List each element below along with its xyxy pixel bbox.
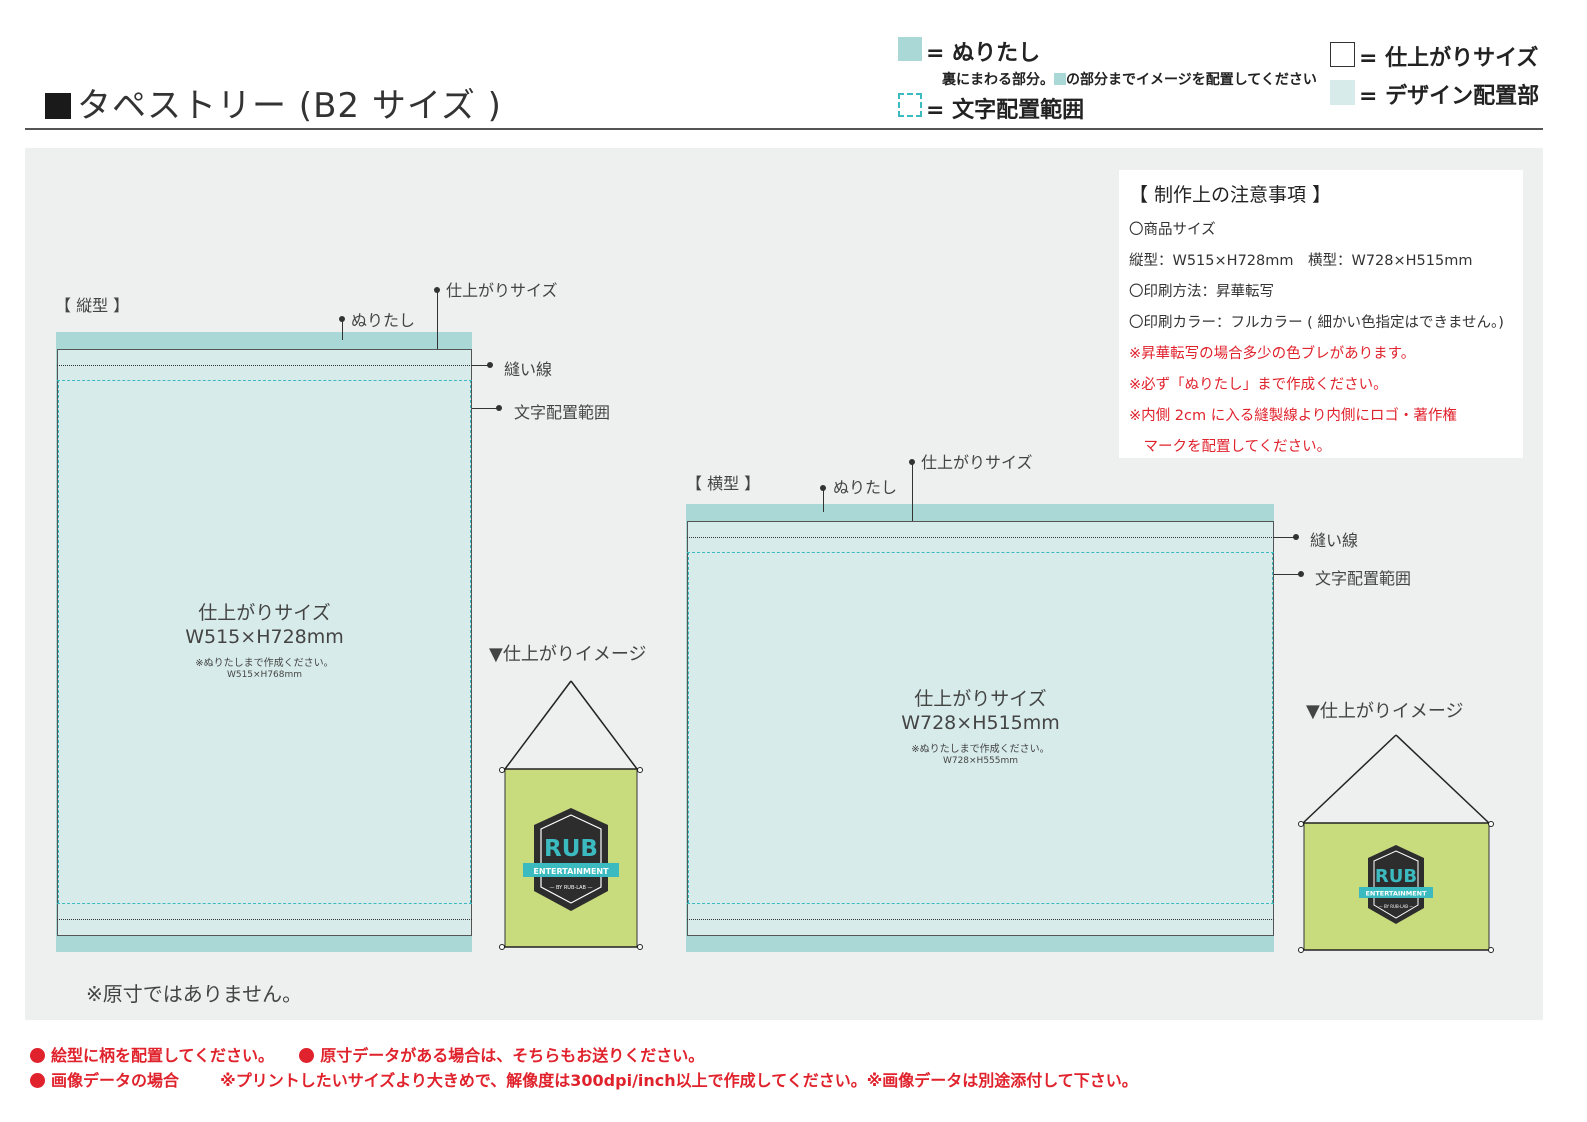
callout-dot <box>487 362 493 368</box>
landscape-text-area-top <box>687 552 1274 553</box>
landscape-center-title: 仕上がりサイズ <box>914 688 1047 710</box>
page-title: タペストリー (B2 サイズ ) <box>45 78 502 127</box>
notes-line: 〇印刷方法：昇華転写 <box>1129 284 1274 300</box>
landscape-center-note-size: W728×H555mm <box>942 756 1019 766</box>
logo-main-text: RUB <box>1375 866 1417 887</box>
landscape-seam-callout-line <box>1274 537 1296 538</box>
landscape-seam-callout: 縫い線 <box>1310 531 1359 550</box>
logo-sub-text: ENTERTAINMENT <box>533 867 609 876</box>
landscape-seam-bottom <box>687 919 1274 920</box>
landscape-center-size: W728×H515mm <box>901 712 1060 734</box>
production-notes: 【 制作上の注意事項 】 〇商品サイズ 縦型：W515×H728mm 横型：W7… <box>1119 170 1523 458</box>
logo-sub-text: ENTERTAINMENT <box>1365 890 1427 898</box>
notes-line: 縦型：W515×H728mm 横型：W728×H515mm <box>1129 253 1473 269</box>
rub-logo: RUB ENTERTAINMENT — BY RUB-LAB — <box>1359 845 1433 924</box>
portrait-preview-image: RUB ENTERTAINMENT — BY RUB-LAB — <box>499 680 643 950</box>
callout-dot <box>434 287 440 293</box>
notes-warning: ※必ず「ぬりたし」まで作成ください。 <box>1129 377 1388 393</box>
portrait-textarea-callout-line <box>472 408 498 409</box>
landscape-bleed-callout-line <box>823 488 824 512</box>
callout-dot <box>909 459 915 465</box>
portrait-seam-callout: 縫い線 <box>504 360 553 379</box>
bleed-mini-swatch <box>1054 73 1066 85</box>
not-actual-size-note: ※原寸ではありません。 <box>86 982 303 1006</box>
notes-warning: マークを配置してください。 <box>1129 439 1332 455</box>
callout-dot <box>1298 571 1304 577</box>
portrait-seam-callout-line <box>472 365 490 366</box>
landscape-seam-top <box>687 537 1274 538</box>
portrait-center-title: 仕上がりサイズ <box>198 602 331 624</box>
landscape-textarea-callout: 文字配置範囲 <box>1315 569 1412 588</box>
notes-warning: ※昇華転写の場合多少の色ブレがあります。 <box>1129 346 1416 362</box>
legend-bleed-note: 裏にまわる部分。の部分までイメージを配置してください <box>942 72 1317 88</box>
portrait-seam-bottom <box>57 919 472 920</box>
portrait-center-note: ※ぬりたしまで作成ください。 <box>195 658 334 669</box>
portrait-preview-label: ▼仕上がりイメージ <box>489 644 647 665</box>
text-area-swatch <box>898 93 922 117</box>
portrait-bleed-callout-line <box>342 318 343 340</box>
landscape-trim-area <box>687 521 1274 936</box>
bleed-swatch <box>898 37 922 61</box>
landscape-trim-callout-line <box>912 462 913 521</box>
landscape-bleed-callout: ぬりたし <box>833 478 898 497</box>
portrait-text-area-right <box>470 380 471 903</box>
portrait-text-area-top <box>57 380 472 381</box>
logo-tiny-text: — BY RUB-LAB — <box>1379 904 1413 909</box>
red-bullet-icon <box>30 1073 45 1088</box>
callout-dot <box>1293 534 1299 540</box>
notes-line: 〇印刷カラー：フルカラー ( 細かい色指定はできません。) <box>1129 315 1504 331</box>
black-square-icon <box>45 93 71 119</box>
callout-dot <box>339 316 345 322</box>
footer-line-2: 画像データの場合 ※プリントしたいサイズより大きめで、解像度は300dpi/in… <box>30 1067 1138 1091</box>
notes-line: 〇商品サイズ <box>1129 222 1216 238</box>
legend-trim-label: = 仕上がりサイズ <box>1359 46 1539 71</box>
rub-logo: RUB ENTERTAINMENT — BY RUB-LAB — <box>523 808 619 911</box>
landscape-text-area-bottom <box>687 903 1274 904</box>
landscape-section-label: 【 横型 】 <box>686 474 761 493</box>
portrait-center-size: W515×H728mm <box>185 626 344 648</box>
trim-swatch <box>1330 42 1355 67</box>
portrait-textarea-callout: 文字配置範囲 <box>514 403 611 422</box>
callout-dot <box>820 485 826 491</box>
landscape-textarea-callout-line <box>1274 574 1300 575</box>
portrait-bleed-callout: ぬりたし <box>351 311 416 330</box>
landscape-text-area-left <box>688 552 689 903</box>
portrait-seam-top <box>57 365 472 366</box>
landscape-center-note: ※ぬりたしまで作成ください。 <box>911 744 1050 755</box>
landscape-trim-callout: 仕上がりサイズ <box>921 453 1033 472</box>
portrait-section-label: 【 縦型 】 <box>55 296 130 315</box>
landscape-preview-image: RUB ENTERTAINMENT — BY RUB-LAB — <box>1298 734 1494 953</box>
notes-heading: 【 制作上の注意事項 】 <box>1129 184 1332 206</box>
portrait-trim-callout: 仕上がりサイズ <box>446 281 558 300</box>
landscape-preview-label: ▼仕上がりイメージ <box>1306 701 1464 722</box>
legend-design-label: = デザイン配置部 <box>1359 84 1540 109</box>
notes-warning: ※内側 2cm に入る縫製線より内側にロゴ・著作権 <box>1129 408 1457 424</box>
callout-dot <box>496 405 502 411</box>
logo-main-text: RUB <box>544 836 598 862</box>
footer-line-1: 絵型に柄を配置してください。 原寸データがある場合は、そちらもお送りください。 <box>30 1042 704 1066</box>
landscape-text-area-right <box>1272 552 1273 903</box>
logo-tiny-text: — BY RUB-LAB — <box>549 885 592 891</box>
design-swatch <box>1330 80 1355 105</box>
portrait-trim-area <box>57 349 472 936</box>
portrait-text-area-left <box>58 380 59 903</box>
portrait-text-area-bottom <box>57 903 472 904</box>
legend-bleed-label: = ぬりたし <box>926 41 1041 66</box>
portrait-trim-callout-line <box>437 290 438 349</box>
header-divider <box>25 128 1543 130</box>
red-bullet-icon <box>30 1048 45 1063</box>
legend-text-area-label: = 文字配置範囲 <box>926 98 1085 123</box>
red-bullet-icon <box>299 1048 315 1063</box>
portrait-center-note-size: W515×H768mm <box>226 670 303 680</box>
